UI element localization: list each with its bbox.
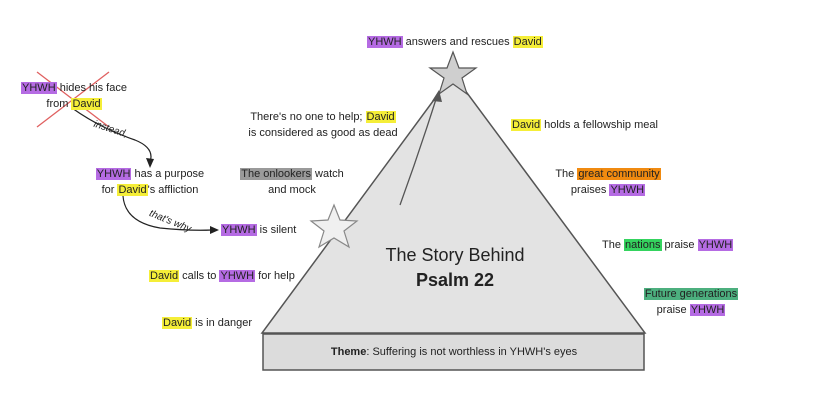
text: praise — [656, 304, 690, 316]
yhwh-highlight: YHWH — [219, 270, 256, 282]
yhwh-highlight: YHWH — [21, 82, 57, 94]
label-yhwh-purpose: YHWH has a purpose for David's afflictio… — [90, 166, 210, 198]
middle-star-icon — [309, 203, 359, 249]
label-david-danger: David is in danger — [162, 315, 252, 331]
theme-base-box — [262, 333, 645, 371]
david-highlight: David — [511, 119, 542, 131]
text: is in danger — [192, 317, 253, 329]
text: is considered as good as dead — [248, 127, 398, 139]
david-highlight: David — [71, 98, 102, 110]
thats-why-arrow — [122, 195, 213, 231]
text: praises — [570, 184, 610, 196]
text: holds a fellowship meal — [541, 119, 658, 131]
label-great-community: The great community praises YHWH — [548, 166, 668, 198]
thats-why-arrow-head — [210, 226, 219, 234]
label-yhwh-answers: YHWH answers and rescues David — [367, 34, 543, 50]
text: watch — [311, 168, 344, 180]
label-yhwh-hides-face: YHWH hides his face from David — [20, 80, 128, 112]
rise-arrow — [399, 95, 438, 206]
yhwh-highlight: YHWH — [221, 224, 257, 236]
yhwh-highlight: YHWH — [689, 304, 726, 316]
text: has a purpose — [131, 168, 205, 180]
label-future-generations: Future generations praise YHWH — [636, 286, 746, 318]
label-fellowship-meal: David holds a fellowship meal — [511, 117, 658, 133]
text: for — [101, 184, 118, 196]
david-highlight: David — [149, 270, 180, 282]
yhwh-highlight: YHWH — [697, 239, 734, 251]
text: 's affliction — [147, 184, 199, 196]
text: The — [555, 168, 578, 180]
onlookers-highlight: The onlookers — [240, 168, 312, 180]
future-highlight: Future generations — [643, 288, 739, 300]
david-highlight: David — [117, 184, 148, 196]
instead-arrow-head — [146, 158, 154, 168]
pyramid-triangle — [260, 72, 647, 334]
diagram-title-line1: The Story Behind — [385, 245, 525, 265]
text: calls to — [179, 270, 220, 282]
text: The — [602, 239, 625, 251]
rise-arrow-head — [432, 90, 442, 102]
text: and mock — [268, 184, 316, 196]
text: There's no one to help; — [250, 111, 366, 123]
text: praise — [661, 239, 698, 251]
yhwh-highlight: YHWH — [367, 36, 403, 48]
text: for help — [255, 270, 295, 282]
label-yhwh-silent: YHWH is silent — [221, 222, 296, 238]
david-highlight: David — [512, 36, 543, 48]
theme-label: Theme — [330, 346, 367, 358]
diagram-title-line2: Psalm 22 — [415, 270, 495, 290]
yhwh-highlight: YHWH — [95, 168, 132, 180]
label-onlookers: The onlookers watch and mock — [232, 166, 352, 198]
david-highlight: David — [365, 111, 396, 123]
nations-highlight: nations — [624, 239, 662, 251]
top-star-icon — [428, 50, 478, 96]
label-nations-praise: The nations praise YHWH — [602, 237, 734, 253]
label-no-one-to-help: There's no one to help; David is conside… — [238, 109, 408, 141]
instead-arrow — [71, 107, 152, 163]
theme-statement: Theme: Suffering is not worthless in YHW… — [264, 346, 644, 358]
text: is silent — [256, 224, 297, 236]
text: hides his face — [56, 82, 127, 94]
yhwh-highlight: YHWH — [609, 184, 646, 196]
label-david-calls: David calls to YHWH for help — [149, 268, 295, 284]
theme-text: : Suffering is not worthless in YHWH's e… — [366, 346, 578, 358]
community-highlight: great community — [577, 168, 661, 180]
text: from — [46, 98, 72, 110]
text: answers and rescues — [402, 36, 513, 48]
david-highlight: David — [162, 317, 193, 329]
